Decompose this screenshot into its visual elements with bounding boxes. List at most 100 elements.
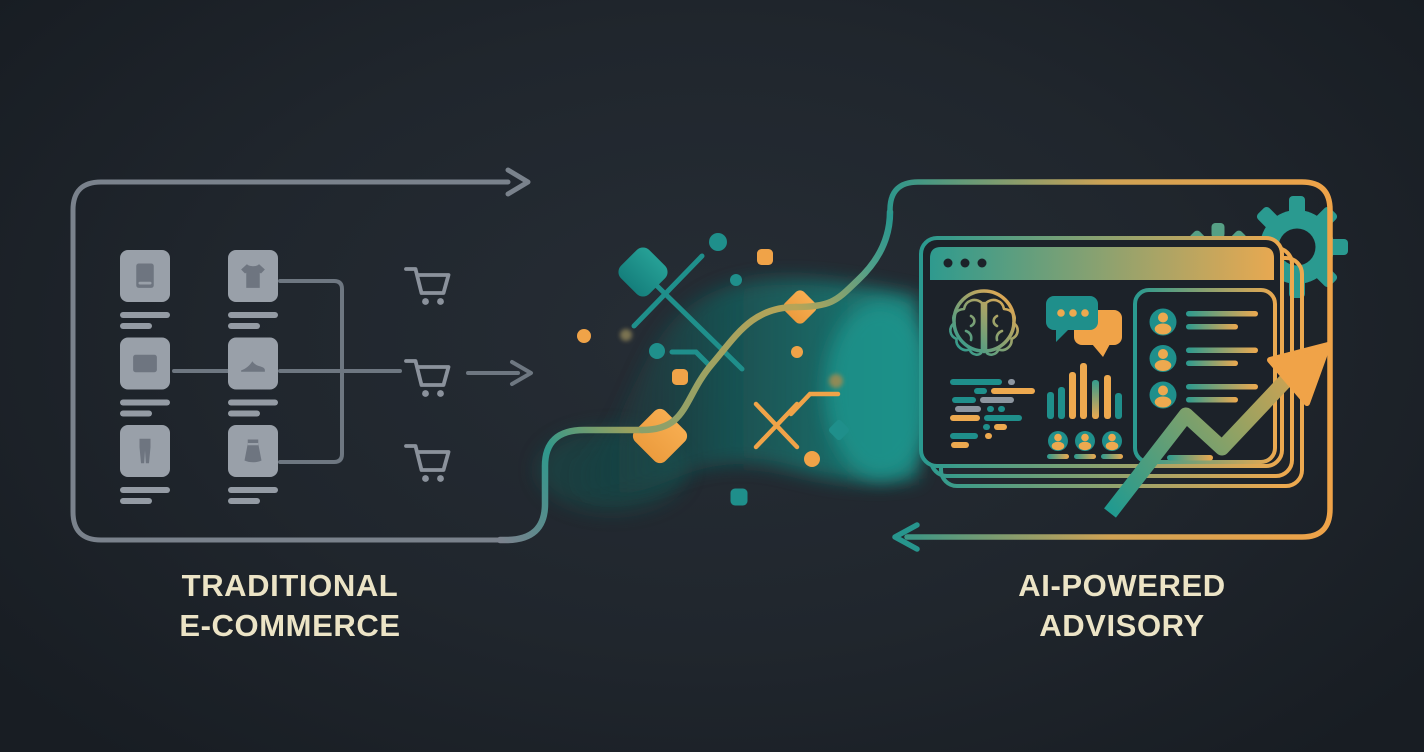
window-header-bar [930,247,1274,280]
orange-cross-line-2 [753,401,800,450]
code-line-seg [950,433,978,439]
product-text-line [120,399,170,406]
mini-avatar-icon [1047,431,1069,459]
code-line-seg [952,397,976,403]
list-item [1149,381,1258,409]
teal-cross-line-1 [631,253,705,329]
code-line-seg [983,424,990,430]
cart-icon [404,444,451,484]
wave-bright-patch [825,302,935,478]
avatar-pill [1101,454,1123,459]
orange-dot-2 [791,346,803,358]
olive-blur-dot [620,329,632,341]
typing-dot-2 [1069,309,1077,317]
mini-avatar-icon [1074,431,1096,459]
product-text-line [120,312,170,318]
avatar-pill [1047,454,1069,459]
cart-icon [404,359,451,399]
typing-dot-3 [1081,309,1089,317]
typing-dot-1 [1057,309,1065,317]
chart-bar [1092,380,1099,419]
code-line-seg [1008,379,1015,385]
list-line-long [1186,311,1258,317]
code-line-seg [994,424,1007,430]
list-line-short [1186,360,1238,366]
avatar-head [1108,433,1116,442]
teal-dot-1 [709,233,727,251]
teal-cross-line-2 [649,278,745,372]
teal-diamond-tiny-icon [828,419,850,441]
list-avatar-head [1158,312,1168,323]
ai-advisory-label-line2: ADVISORY [1039,608,1205,643]
product-grid [120,250,278,504]
growth-arrow-icon [1104,342,1331,518]
top-arrow-icon [505,167,531,197]
list-line-long [1186,347,1258,353]
ai-advisory-label: AI-POWERED ADVISORY [962,566,1282,646]
list-avatar-head [1158,349,1168,359]
orange-dot-3 [804,451,820,467]
chart-bar [1104,375,1111,419]
avatar-pill [1074,454,1096,459]
chart-bar [1069,372,1076,419]
avatar-body [1078,441,1092,451]
code-line-seg [984,415,1022,421]
list-avatar-body [1154,396,1172,408]
code-line-seg [974,388,987,394]
chart-bar [1058,387,1065,419]
cart-arrow-icon [510,360,533,386]
traditional-panel [70,167,531,543]
chart-bar [1115,393,1122,419]
avatar-head [1081,433,1089,442]
avatar-body [1105,441,1119,451]
traditional-label-line1: TRADITIONAL [181,568,399,603]
product-text-line [228,323,260,329]
list-extra-line [1167,455,1213,461]
product-card [228,250,278,329]
product-text-line [120,323,152,329]
flow-snake [496,208,894,544]
ai-advisory-label-line1: AI-POWERED [1018,568,1226,603]
list-line-long [1186,384,1258,390]
product-card [120,337,170,417]
code-line-seg [955,406,981,412]
teal-diamond-icon [618,247,668,297]
product-card [228,337,278,417]
left-box-outline [70,179,511,543]
recommendation-list-panel [1133,288,1277,464]
code-line-seg [951,442,969,448]
mini-bar-chart [1047,363,1122,419]
avatar-body [1051,441,1065,451]
chat-bubbles-icon [1046,296,1122,357]
traditional-label: TRADITIONAL E-COMMERCE [130,566,450,646]
image-icon [133,354,157,373]
code-line-seg [980,397,1014,403]
connector-bracket [278,279,344,464]
snake-seg-2 [638,303,800,434]
code-line-seg [991,388,1035,394]
code-line-seg [950,415,980,421]
teal-dot-2 [730,274,742,286]
product-text-line [228,410,260,417]
teal-dot-3 [649,343,665,359]
list-item [1149,308,1258,336]
ai-panel-outline [887,179,1333,552]
mini-avatar-icon [1101,431,1123,459]
list-line-short [1186,324,1238,330]
orange-dot-1 [577,329,591,343]
code-line-seg [987,406,994,412]
code-line-seg [950,379,1002,385]
product-text-line [228,399,278,406]
list-avatar-body [1154,323,1172,335]
product-card [228,425,278,504]
product-card-bg [120,425,170,477]
window-dot-1 [943,258,953,268]
ai-brain-icon [949,289,1019,356]
code-line-seg [985,433,992,439]
list-avatar-body [1154,360,1172,371]
cart-icon [404,267,451,307]
product-card [120,425,170,504]
teal-elbow-line [669,349,712,368]
